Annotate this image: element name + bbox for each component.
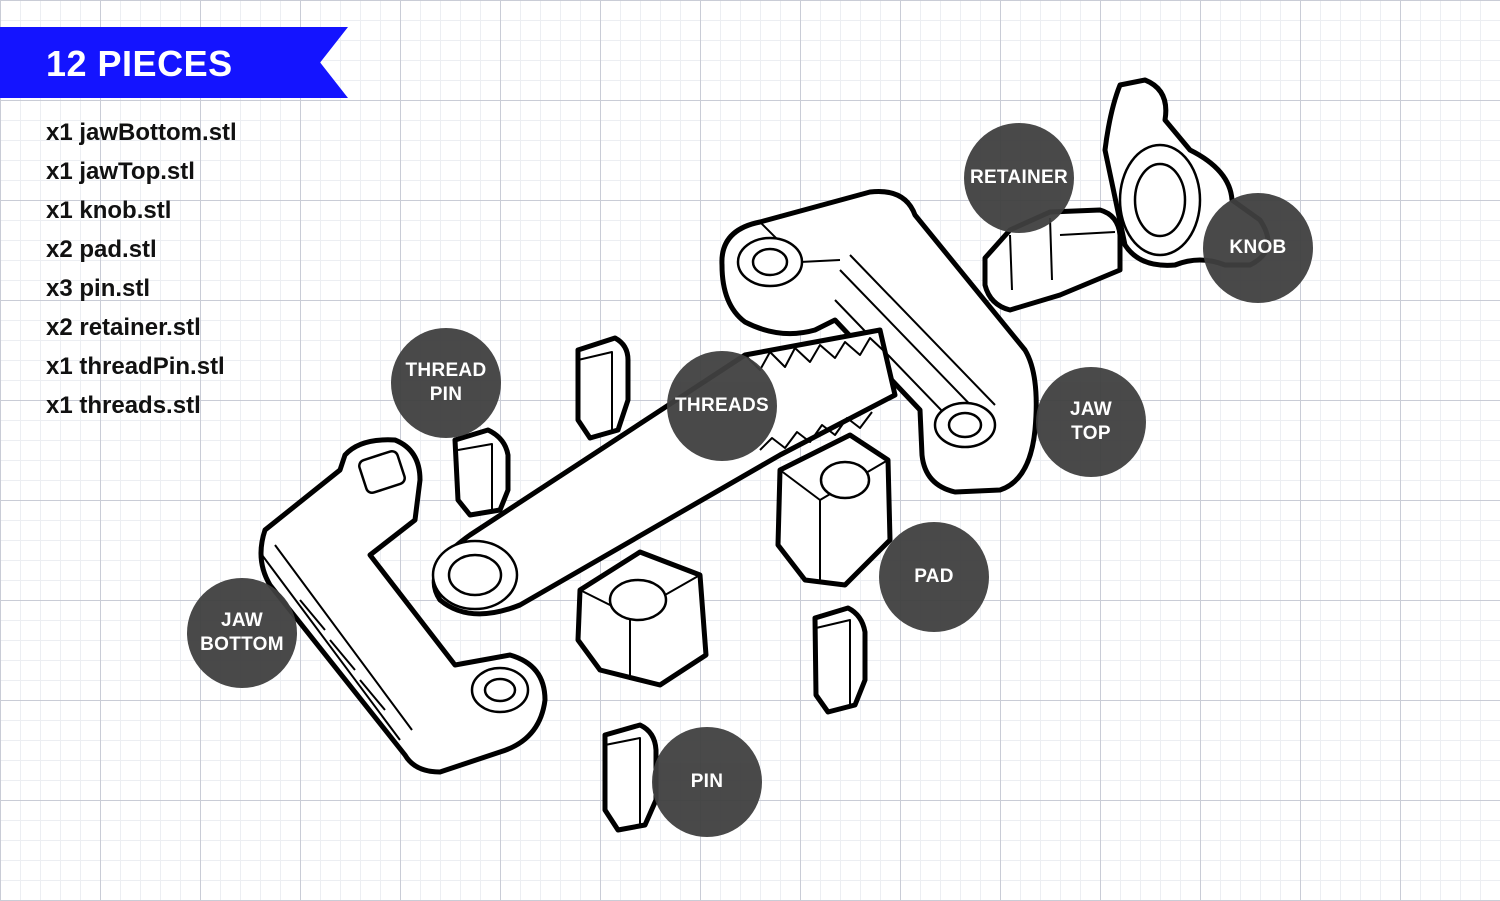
callout-label: JAW BOTTOM: [200, 610, 284, 655]
pieces-banner: 12 PIECES: [0, 27, 348, 98]
retainer-part: [982, 207, 1123, 313]
pin-part-2: [452, 427, 511, 518]
parts-list-item: x2 pad.stl: [46, 236, 157, 263]
parts-list-item: x1 threadPin.stl: [46, 353, 225, 380]
callout-knob: KNOB: [1203, 193, 1313, 303]
parts-list-item: x2 retainer.stl: [46, 314, 201, 341]
parts-list-item: x1 knob.stl: [46, 197, 172, 224]
callout-label: THREAD PIN: [405, 360, 487, 405]
pieces-count-title: 12 PIECES: [46, 43, 233, 84]
callout-retainer: RETAINER: [964, 123, 1074, 233]
parts-list-item: x1 jawTop.stl: [46, 158, 195, 185]
callout-label: KNOB: [1229, 237, 1287, 258]
parts-list: x1 jawBottom.stl x1 jawTop.stl x1 knob.s…: [46, 113, 237, 425]
callout-pin: PIN: [652, 727, 762, 837]
pin-part-4: [602, 722, 659, 833]
threads-part: [431, 327, 898, 617]
pin-part-3: [812, 605, 868, 715]
parts-list-item: x1 jawBottom.stl: [46, 119, 237, 146]
callout-jaw-top: JAW TOP: [1036, 367, 1146, 477]
callout-label: RETAINER: [969, 167, 1069, 188]
pad-part-upper: [775, 432, 893, 588]
callout-jaw-bottom: JAW BOTTOM: [187, 578, 297, 688]
callout-label: THREADS: [675, 395, 769, 416]
callout-threads: THREADS: [667, 351, 777, 461]
pin-part-1: [575, 335, 631, 441]
callout-label: JAW TOP: [1069, 399, 1113, 444]
parts-list-item: x1 threads.stl: [46, 392, 201, 419]
callout-label: PIN: [690, 771, 724, 792]
parts-list-item: x3 pin.stl: [46, 275, 151, 302]
callout-pad: PAD: [879, 522, 989, 632]
callout-thread-pin: THREAD PIN: [391, 328, 501, 438]
callout-label: PAD: [914, 566, 954, 587]
pad-part-lower: [575, 549, 709, 688]
